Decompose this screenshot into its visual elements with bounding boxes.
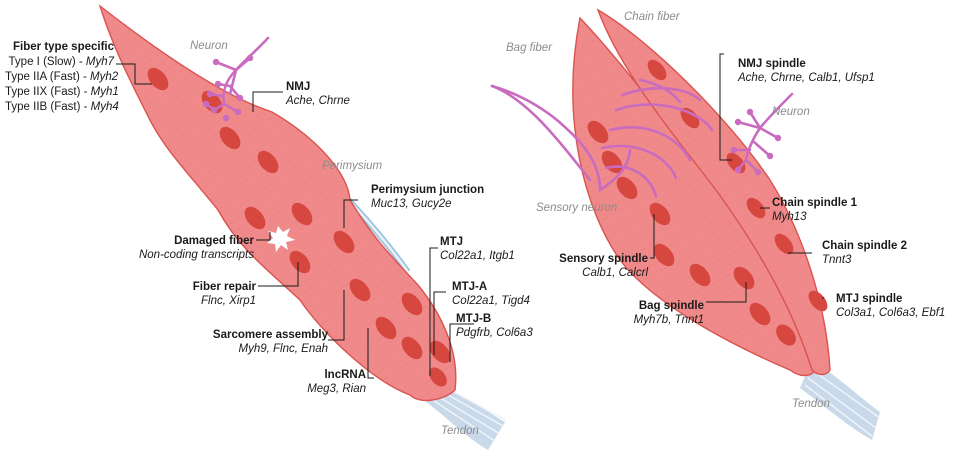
leader-lines: [116, 53, 824, 379]
chain-fiber-label: Chain fiber: [624, 11, 680, 23]
fiber-type-title: Fiber type specific: [13, 41, 114, 53]
mtj-label: MTJ Col22a1, Itgb1: [440, 236, 515, 262]
fiber-type-row: Type I (Slow) - Myh7: [8, 56, 114, 68]
sensory-spindle-label: Sensory spindle Calb1, Calcrl: [559, 253, 648, 279]
right-neuron-terminals: [730, 108, 782, 176]
bag-fiber-label: Bag fiber: [506, 42, 553, 54]
fiber-type-row: Type IIA (Fast) - Myh2: [5, 71, 119, 83]
mtj-spindle-label: MTJ spindle Col3a1, Col6a3, Ebf1: [836, 293, 946, 319]
left-neuron-label: Neuron: [190, 40, 228, 52]
damage-star-icon: [267, 226, 295, 252]
chain-spindle-2-label: Chain spindle 2 Tnnt3: [822, 240, 907, 266]
perimysium-junction-label: Perimysium junction Muc13, Gucy2e: [371, 184, 485, 210]
mtj-a-label: MTJ-A Col22a1, Tigd4: [452, 281, 530, 307]
sensory-neuron-icon: [490, 78, 714, 198]
right-tendon: [800, 360, 881, 440]
lncrna-label: lncRNA Meg3, Rian: [307, 369, 366, 395]
bag-spindle-label: Bag spindle Myh7b, Tnnt1: [633, 300, 704, 326]
fiber-type-row: Type IIX (Fast) - Myh1: [5, 86, 119, 98]
damaged-fiber-label: Damaged fiber Non-coding transcripts: [138, 235, 254, 261]
left-neuron-terminals: [202, 54, 254, 122]
chain-fiber: [596, 8, 831, 376]
nmj-label: NMJ Ache, Chrne: [286, 81, 350, 107]
chain-spindle-1-label: Chain spindle 1 Myh13: [772, 197, 857, 223]
right-tendon-label: Tendon: [792, 398, 830, 410]
sensory-neuron-label: Sensory neuron: [536, 202, 618, 214]
mtj-b-label: MTJ-B Pdgfrb, Col6a3: [456, 313, 533, 339]
right-neuron-label: Neuron: [772, 106, 810, 118]
nmj-spindle-label: NMJ spindle Ache, Chrne, Calb1, Ufsp1: [738, 58, 875, 84]
left-tendon-label: Tendon: [441, 425, 479, 437]
perimysium-label: Perimysium: [322, 160, 383, 172]
fiber-type-legend: Fiber type specific Type I (Slow) - Myh7…: [5, 40, 119, 115]
fiber-repair-label: Fiber repair Flnc, Xirp1: [192, 281, 256, 307]
sarcomere-assembly-label: Sarcomere assembly Myh9, Flnc, Enah: [212, 329, 328, 355]
fiber-type-row: Type IIB (Fast) - Myh4: [5, 101, 119, 113]
